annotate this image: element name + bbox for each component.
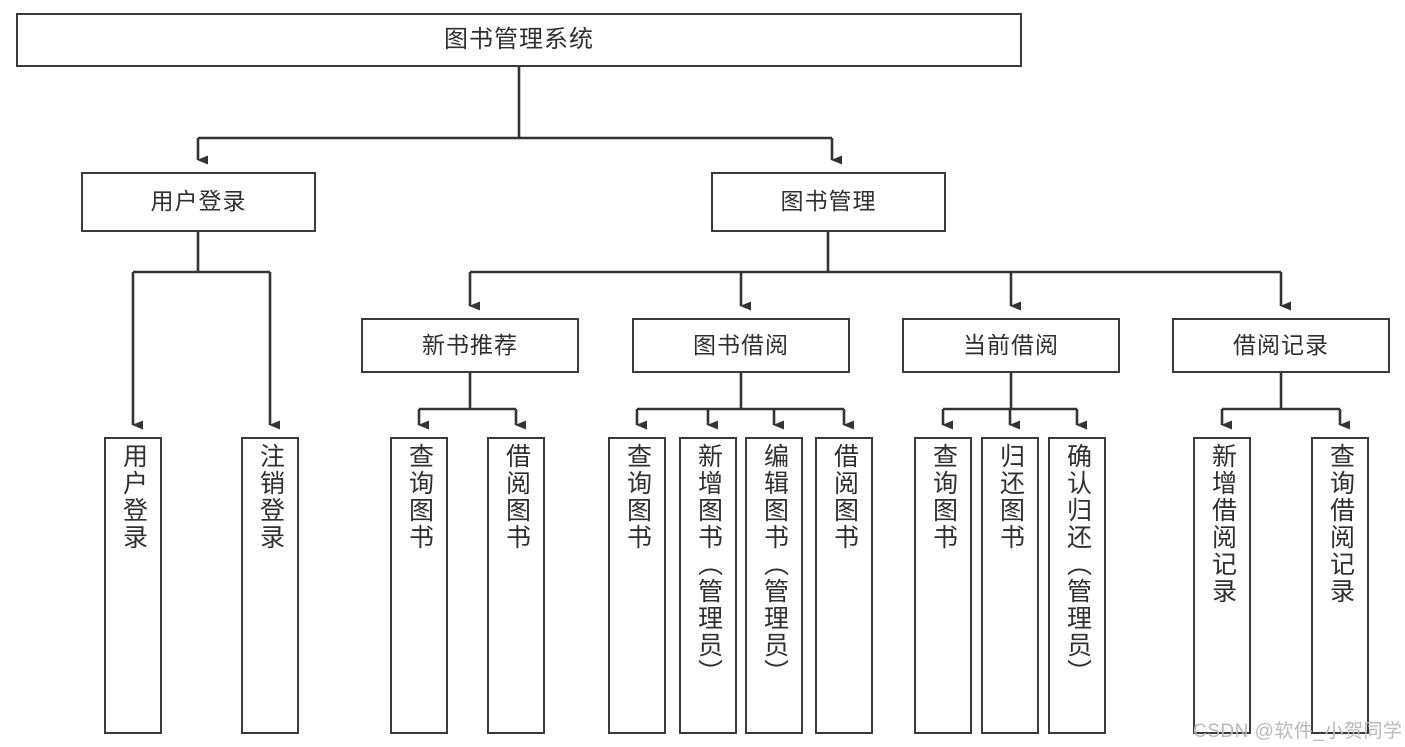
- node-borrow-record[interactable]: 借阅记录: [1172, 318, 1390, 373]
- node-leaf-user-login-label: 用户登录: [119, 443, 148, 551]
- node-leaf-query-borrow-record-label: 查询借阅记录: [1326, 443, 1355, 605]
- node-user-login[interactable]: 用户登录: [81, 172, 316, 232]
- node-leaf-edit-book-label: 编辑图书（管理员）: [760, 443, 789, 686]
- node-current-borrow-label: 当前借阅: [963, 331, 1059, 358]
- node-leaf-borrow-book-1-label: 借阅图书: [502, 443, 531, 551]
- node-leaf-logout[interactable]: 注销登录: [241, 437, 299, 734]
- node-leaf-query-book-3[interactable]: 查询图书: [914, 437, 972, 734]
- node-user-login-label: 用户登录: [150, 188, 247, 215]
- node-book-borrow[interactable]: 图书借阅: [632, 318, 850, 373]
- watermark: CSDN @软件_小贺同学: [1193, 721, 1403, 742]
- node-leaf-add-borrow-record-label: 新增借阅记录: [1208, 443, 1237, 605]
- node-leaf-query-book-3-label: 查询图书: [929, 443, 958, 551]
- node-leaf-confirm-return-label: 确认归还（管理员）: [1063, 443, 1092, 686]
- node-new-book-recommend[interactable]: 新书推荐: [361, 318, 579, 373]
- node-borrow-record-label: 借阅记录: [1233, 331, 1329, 358]
- node-leaf-query-book-1[interactable]: 查询图书: [390, 437, 448, 734]
- node-root[interactable]: 图书管理系统: [16, 13, 1022, 67]
- node-leaf-query-borrow-record[interactable]: 查询借阅记录: [1311, 437, 1369, 734]
- node-leaf-return-book-label: 归还图书: [996, 443, 1025, 551]
- node-leaf-logout-label: 注销登录: [256, 443, 285, 551]
- node-leaf-borrow-book-2-label: 借阅图书: [830, 443, 859, 551]
- node-leaf-query-book-2[interactable]: 查询图书: [608, 437, 666, 734]
- node-leaf-user-login[interactable]: 用户登录: [104, 437, 162, 734]
- node-leaf-borrow-book-2[interactable]: 借阅图书: [815, 437, 873, 734]
- node-leaf-query-book-2-label: 查询图书: [623, 443, 652, 551]
- node-current-borrow[interactable]: 当前借阅: [902, 318, 1120, 373]
- node-leaf-confirm-return[interactable]: 确认归还（管理员）: [1048, 437, 1106, 734]
- node-leaf-edit-book[interactable]: 编辑图书（管理员）: [745, 437, 803, 734]
- node-leaf-borrow-book-1[interactable]: 借阅图书: [487, 437, 545, 734]
- node-leaf-return-book[interactable]: 归还图书: [981, 437, 1039, 734]
- node-leaf-add-book[interactable]: 新增图书（管理员）: [679, 437, 737, 734]
- node-new-book-recommend-label: 新书推荐: [422, 331, 518, 358]
- node-book-borrow-label: 图书借阅: [693, 331, 789, 358]
- node-root-label: 图书管理系统: [444, 25, 594, 53]
- node-book-manage-label: 图书管理: [780, 188, 877, 215]
- node-leaf-query-book-1-label: 查询图书: [405, 443, 434, 551]
- node-leaf-add-borrow-record[interactable]: 新增借阅记录: [1193, 437, 1251, 734]
- node-book-manage[interactable]: 图书管理: [711, 172, 946, 232]
- node-leaf-add-book-label: 新增图书（管理员）: [694, 443, 723, 686]
